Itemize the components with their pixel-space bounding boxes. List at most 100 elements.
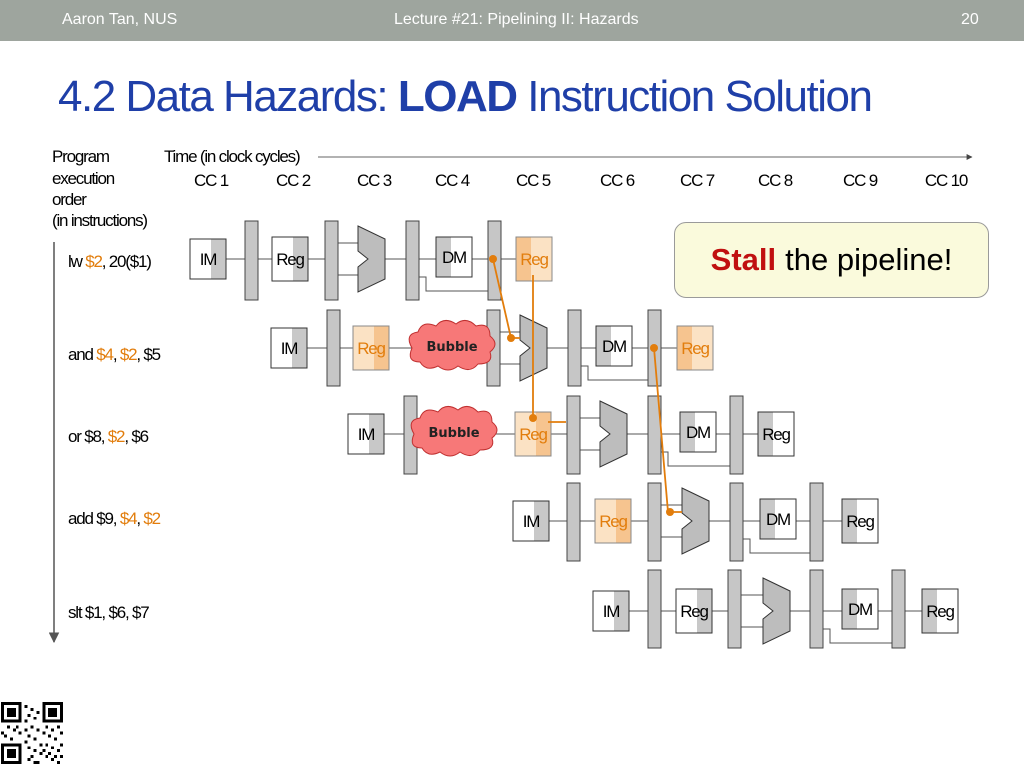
qr-module bbox=[42, 731, 46, 735]
im-unit: IM bbox=[512, 500, 550, 542]
dm-unit-label: DM bbox=[766, 510, 790, 529]
forwarding-junction bbox=[489, 255, 497, 263]
qr-module bbox=[60, 743, 63, 747]
cycle-label: CC 8 bbox=[758, 171, 793, 190]
datapath-wire bbox=[661, 451, 730, 467]
reg-write-unit: Reg bbox=[921, 588, 959, 634]
qr-module bbox=[48, 752, 52, 756]
reg-write-unit: Reg bbox=[676, 325, 714, 371]
qr-module bbox=[54, 737, 58, 741]
qr-module bbox=[1, 761, 22, 764]
ex-mem-register bbox=[729, 482, 744, 562]
qr-module bbox=[24, 719, 28, 723]
id-ex-register bbox=[647, 482, 662, 562]
time-axis-label: Time (in clock cycles) bbox=[164, 147, 300, 166]
instruction-part: , $6 bbox=[124, 427, 148, 446]
qr-module bbox=[36, 710, 40, 714]
instruction-part: $4 bbox=[96, 345, 113, 364]
qr-module bbox=[33, 716, 37, 720]
reg-write-unit-shade bbox=[677, 326, 692, 370]
datapath-wire bbox=[823, 628, 892, 644]
instruction-part: add $9, bbox=[68, 509, 120, 528]
mem-wb-register bbox=[891, 569, 906, 649]
qr-module bbox=[36, 728, 40, 732]
qr-module bbox=[30, 725, 34, 729]
reg-read-unit-shade bbox=[293, 237, 308, 281]
dm-unit-label: DM bbox=[602, 337, 626, 356]
bubble-label: Bubble bbox=[428, 426, 479, 441]
qr-module bbox=[18, 731, 22, 735]
im-unit: IM bbox=[189, 238, 227, 280]
dm-unit: DM bbox=[679, 411, 717, 453]
reg-read-unit-label: Reg bbox=[599, 512, 627, 531]
im-unit-border bbox=[270, 327, 308, 369]
instruction-part: , bbox=[136, 509, 143, 528]
slide-title: 4.2 Data Hazards: LOAD Instruction Solut… bbox=[58, 72, 873, 122]
instruction-label: and $4, $2, $5 bbox=[68, 345, 161, 364]
qr-module bbox=[33, 749, 37, 753]
qr-module bbox=[1, 702, 4, 723]
author-label: Aaron Tan, NUS bbox=[62, 11, 178, 28]
reg-read-unit-border bbox=[352, 325, 390, 371]
reg-write-unit: Reg bbox=[515, 236, 553, 282]
im-unit-border bbox=[189, 238, 227, 280]
qr-module bbox=[1, 743, 4, 764]
reg-write-unit-label: Reg bbox=[520, 250, 548, 269]
if-id-register bbox=[647, 569, 662, 649]
mem-wb-register bbox=[809, 482, 824, 562]
reg-read-unit: Reg bbox=[594, 498, 632, 544]
qr-module bbox=[6, 725, 10, 729]
im-unit-shade bbox=[534, 501, 549, 541]
im-unit-shade bbox=[369, 414, 384, 454]
instruction-part: $2 bbox=[108, 427, 125, 446]
alu bbox=[599, 400, 628, 468]
qr-module bbox=[24, 740, 28, 744]
im-unit-label: IM bbox=[603, 602, 620, 621]
dm-unit-label: DM bbox=[686, 423, 710, 442]
qr-module bbox=[1, 743, 22, 747]
qr-module bbox=[36, 761, 40, 764]
qr-module bbox=[33, 761, 37, 764]
dm-unit: DM bbox=[841, 588, 879, 630]
qr-module bbox=[15, 725, 19, 729]
qr-module bbox=[1, 719, 22, 723]
reg-write-unit-label: Reg bbox=[681, 339, 709, 358]
qr-module bbox=[42, 702, 46, 723]
forwarding-junction bbox=[650, 344, 658, 352]
qr-code bbox=[1, 702, 63, 764]
id-ex-register bbox=[324, 220, 339, 301]
qr-module bbox=[57, 725, 61, 729]
reg-write-unit: Reg bbox=[757, 411, 795, 457]
qr-module bbox=[9, 737, 13, 741]
reg-write-unit: Reg bbox=[841, 498, 879, 544]
qr-module bbox=[45, 755, 49, 759]
alu bbox=[357, 225, 386, 293]
reg-read-unit-border bbox=[594, 498, 632, 544]
cycle-label: CC 4 bbox=[435, 171, 470, 190]
if-id-register bbox=[566, 482, 581, 562]
qr-module bbox=[54, 755, 58, 759]
cycle-label: CC 6 bbox=[600, 171, 635, 190]
reg-read-unit: Reg bbox=[271, 236, 309, 282]
title-bold: LOAD bbox=[397, 72, 518, 121]
reg-write-unit-label: Reg bbox=[846, 512, 874, 531]
qr-module bbox=[30, 707, 34, 711]
reg-write-unit-border bbox=[757, 411, 795, 457]
qr-module bbox=[27, 713, 31, 717]
instruction-part: $2 bbox=[143, 509, 160, 528]
qr-module bbox=[60, 755, 63, 759]
instruction-part: $4 bbox=[120, 509, 137, 528]
im-unit-border bbox=[347, 413, 385, 455]
dm-unit-shade bbox=[842, 589, 857, 629]
im-unit-label: IM bbox=[358, 425, 375, 444]
cycle-label: CC 5 bbox=[516, 171, 551, 190]
reg-read-unit-label: Reg bbox=[276, 250, 304, 269]
program-order-label: Program bbox=[52, 147, 110, 166]
ex-mem-register bbox=[809, 569, 824, 649]
dm-unit-border bbox=[679, 411, 717, 453]
instruction-labels: lw $2, 20($1)and $4, $2, $5or $8, $2, $6… bbox=[68, 252, 162, 622]
im-unit-border bbox=[512, 500, 550, 542]
bubble-shape bbox=[408, 320, 496, 371]
cycle-label: CC 1 bbox=[194, 171, 229, 190]
